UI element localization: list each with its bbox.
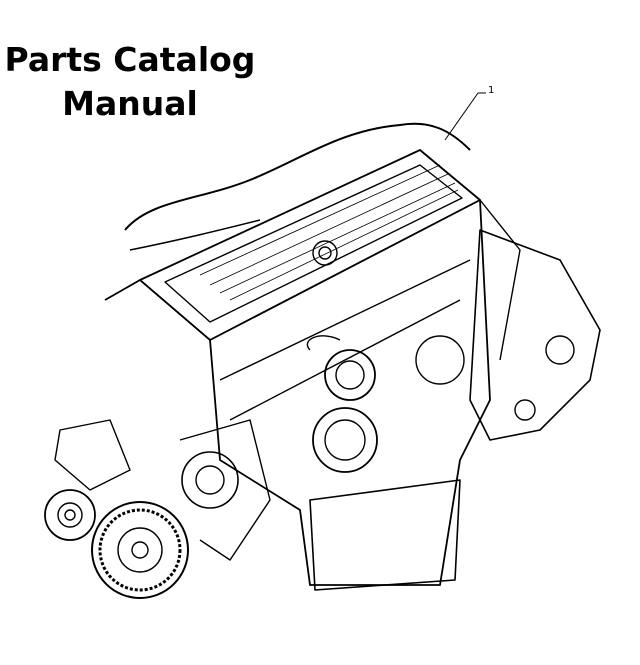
title-line-2: Manual [62,84,198,123]
callout-label: 1 [488,85,495,96]
title-line-1: Parts Catalog [4,40,256,79]
